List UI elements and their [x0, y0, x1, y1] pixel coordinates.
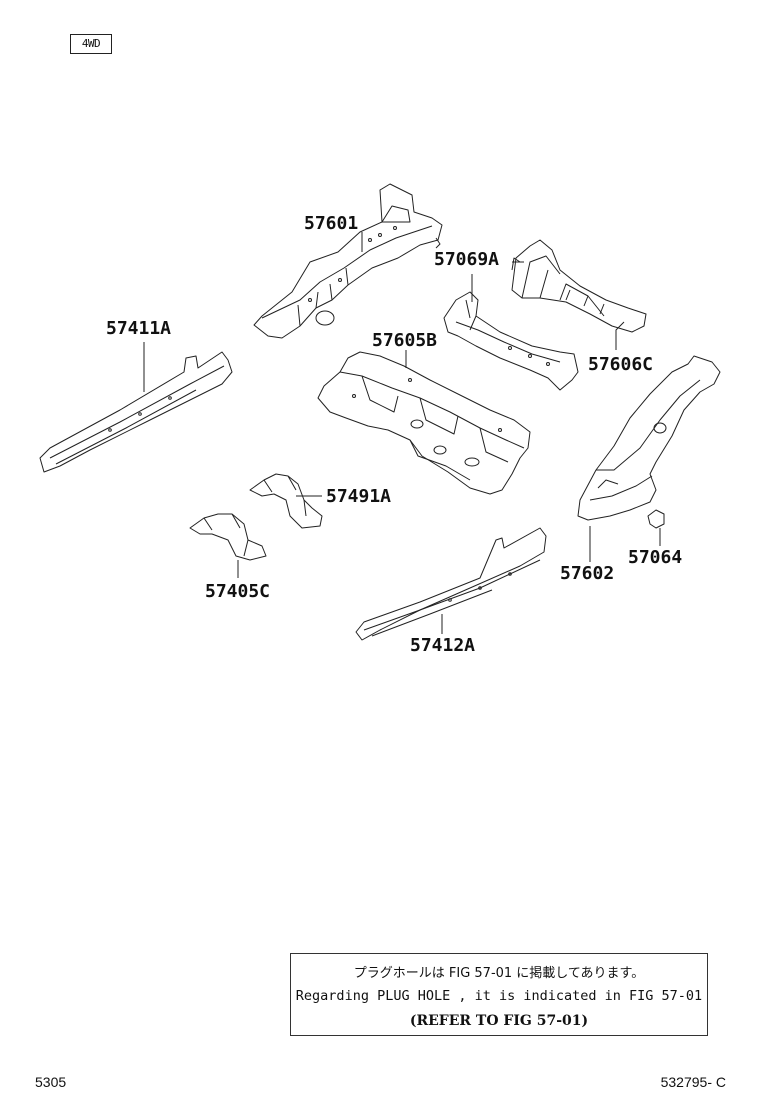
part-label-57601[interactable]: 57601: [304, 213, 358, 234]
part-57606C-drawing[interactable]: [511, 239, 647, 333]
drive-type-badge: 4WD: [70, 34, 112, 54]
part-label-57405C[interactable]: 57405C: [205, 581, 270, 602]
note-line-english: Regarding PLUG HOLE , it is indicated in…: [295, 988, 703, 1004]
part-57602-drawing[interactable]: [577, 355, 721, 521]
part-57411A-drawing[interactable]: [39, 351, 233, 473]
note-line-japanese: プラグホールは FIG 57-01 に掲載してあります。: [353, 966, 645, 981]
part-label-57064[interactable]: 57064: [628, 547, 682, 568]
part-57405C-drawing[interactable]: [189, 513, 267, 561]
part-label-57412A[interactable]: 57412A: [410, 635, 475, 656]
parts-diagram: 57601 57069A 57411A 57605B 57606C 57491A…: [39, 183, 721, 656]
part-57491A-drawing[interactable]: [249, 473, 323, 529]
part-label-57606C[interactable]: 57606C: [588, 354, 653, 375]
page-number: 5305: [35, 1074, 67, 1090]
note-line-refer: (REFER TO FIG 57-01): [409, 1013, 589, 1029]
part-label-57605B[interactable]: 57605B: [372, 330, 437, 351]
part-57069A-drawing[interactable]: [443, 291, 579, 391]
part-label-57602[interactable]: 57602: [560, 563, 614, 584]
part-label-57069A[interactable]: 57069A: [434, 249, 499, 270]
part-57412A-drawing[interactable]: [355, 527, 547, 641]
part-57601-drawing[interactable]: [253, 183, 443, 339]
figure-code: 532795- C: [660, 1074, 726, 1090]
part-57064-drawing[interactable]: [647, 509, 665, 529]
leader-lines: [143, 232, 661, 634]
reference-note: プラグホールは FIG 57-01 に掲載してあります。 Regarding P…: [290, 953, 708, 1036]
part-label-57411A[interactable]: 57411A: [106, 318, 171, 339]
part-label-57491A[interactable]: 57491A: [326, 486, 391, 507]
part-57605B-drawing[interactable]: [317, 351, 531, 495]
